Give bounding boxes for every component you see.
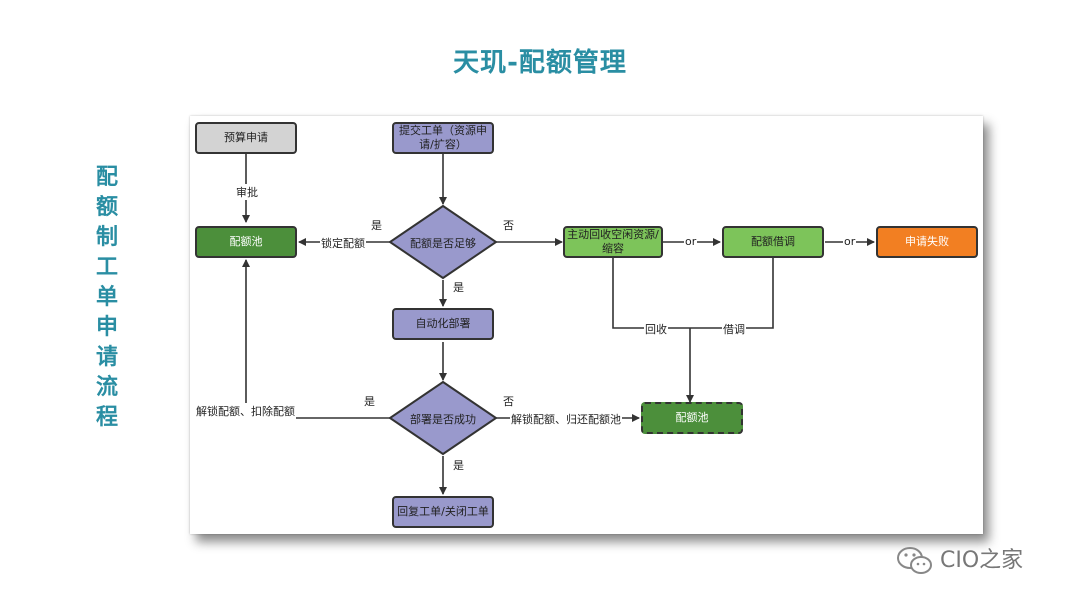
borrow-label: 借调 bbox=[722, 321, 746, 337]
quota-borrow-box: 配额借调 bbox=[722, 226, 824, 258]
flowchart-panel: 预算申请 提交工单（资源申请/扩容） 配额池 主动回收空闲资源/缩容 配额借调 … bbox=[190, 116, 983, 534]
no-label: 否 bbox=[502, 217, 515, 233]
lock-quota-label: 锁定配额 bbox=[320, 235, 366, 251]
side-char: 请 bbox=[95, 345, 118, 370]
quota-pool-box: 配额池 bbox=[195, 226, 297, 258]
side-char: 单 bbox=[95, 285, 118, 310]
side-char: 制 bbox=[95, 225, 118, 250]
flowchart-connectors bbox=[242, 154, 875, 495]
no-label: 否 bbox=[502, 393, 515, 409]
submit-ticket-box: 提交工单（资源申请/扩容） bbox=[392, 122, 494, 154]
side-title: 配 额 制 工 单 申 请 流 程 bbox=[93, 163, 121, 433]
reclaim-label: 回收 bbox=[644, 321, 668, 337]
decision-success-label: 部署是否成功 bbox=[410, 413, 476, 426]
side-char: 程 bbox=[95, 405, 118, 430]
page-title: 天玑-配额管理 bbox=[453, 48, 627, 78]
side-char: 申 bbox=[95, 315, 118, 340]
request-failed-box: 申请失败 bbox=[876, 226, 978, 258]
close-ticket-box: 回复工单/关闭工单 bbox=[392, 496, 494, 528]
approve-label: 审批 bbox=[235, 184, 259, 200]
merge-line bbox=[612, 257, 774, 329]
or-label: or bbox=[684, 235, 698, 248]
reclaim-resource-box: 主动回收空闲资源/缩容 bbox=[563, 226, 663, 258]
or-label: or bbox=[843, 235, 857, 248]
unlock-return-label: 解锁配额、归还配额池 bbox=[510, 411, 622, 427]
decision-enough-diamond bbox=[388, 204, 498, 280]
yes-label: 是 bbox=[452, 457, 465, 473]
decision-enough-label: 配额是否足够 bbox=[410, 237, 476, 250]
unlock-deduct-label: 解锁配额、扣除配额 bbox=[195, 403, 296, 419]
decision-success-diamond bbox=[388, 380, 498, 456]
wechat-icon bbox=[897, 547, 932, 574]
side-char: 额 bbox=[95, 195, 118, 220]
yes-label: 是 bbox=[370, 217, 383, 233]
brand-text: CIO之家 bbox=[940, 548, 1024, 573]
quota-pool-return-box: 配额池 bbox=[641, 402, 743, 434]
budget-request-box: 预算申请 bbox=[195, 122, 297, 154]
side-char: 工 bbox=[95, 255, 118, 280]
auto-deploy-box: 自动化部署 bbox=[392, 308, 494, 340]
side-char: 配 bbox=[95, 165, 118, 190]
yes-label: 是 bbox=[363, 393, 376, 409]
yes-label: 是 bbox=[452, 279, 465, 295]
side-char: 流 bbox=[95, 375, 118, 400]
